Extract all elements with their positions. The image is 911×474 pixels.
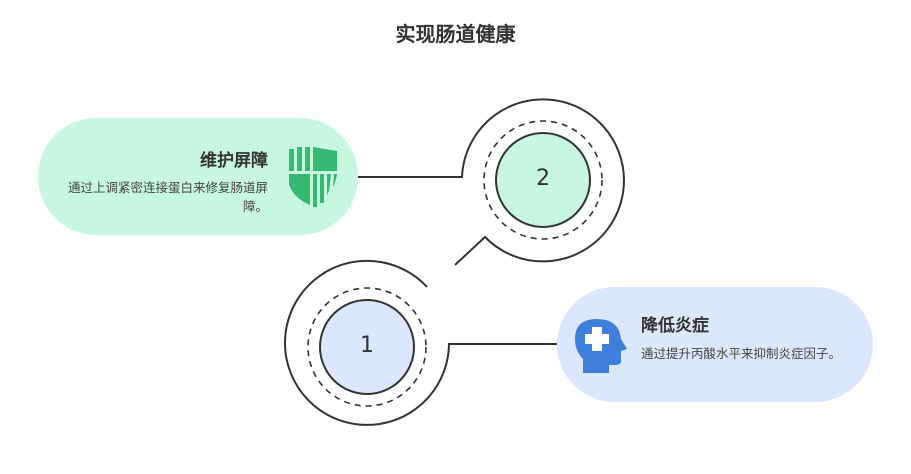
shield-icon <box>289 147 337 207</box>
head-medical-cross-icon <box>575 319 627 373</box>
step-1-circle <box>319 299 415 395</box>
step-2-circle <box>495 132 591 228</box>
step-1-description: 通过提升丙酸水平来抑制炎症因子。 <box>641 346 842 361</box>
connector-line-step-1 <box>284 259 557 426</box>
step-2-description: 通过上调紧密连接蛋白来修复肠道屏障。 <box>68 180 269 214</box>
step-1-number: 1 <box>360 333 374 358</box>
step-2-heading: 维护屏障 <box>200 151 268 171</box>
step-2-number: 2 <box>536 166 550 191</box>
step-2-card: 维护屏障 通过上调紧密连接蛋白来修复肠道屏障。 <box>38 118 358 235</box>
step-2-dashed-ring <box>483 120 603 240</box>
step-1-heading: 降低炎症 <box>641 316 709 336</box>
step-1-dashed-ring <box>307 287 427 407</box>
step-1-card: 降低炎症 通过提升丙酸水平来抑制炎症因子。 <box>557 287 873 402</box>
connector-line-step-2 <box>358 98 625 266</box>
diagram-title: 实现肠道健康 <box>395 22 516 46</box>
